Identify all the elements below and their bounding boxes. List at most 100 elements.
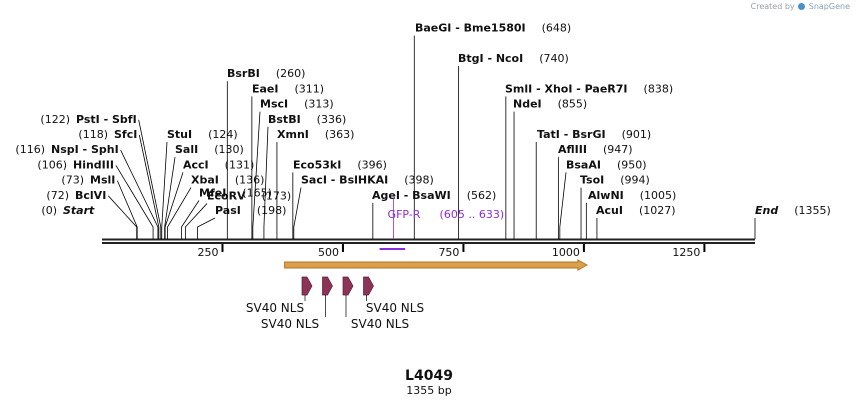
enzyme-name: PstI - SbfI <box>76 113 137 126</box>
enzyme-position: (1005) <box>640 189 677 202</box>
enzyme-name: AgeI - BsaWI <box>372 189 451 202</box>
enzyme-position: (73) <box>61 174 84 187</box>
enzyme-name: SalI <box>175 143 198 156</box>
enzyme-position: (130) <box>214 143 244 156</box>
enzyme-cut-line <box>107 195 138 239</box>
enzyme-site: (72) BclVI <box>46 189 138 239</box>
enzyme-site: BsaAI (950) <box>559 158 647 239</box>
enzyme-cut-line <box>115 165 154 239</box>
enzyme-site: XmnI(363) <box>276 128 354 239</box>
map-length: 1355 bp <box>406 384 451 397</box>
enzyme-name: NspI - SphI <box>51 143 119 156</box>
enzyme-position: (136) <box>235 174 265 187</box>
enzyme-name: BsrBI <box>227 67 260 80</box>
enzyme-position: (1027) <box>639 204 676 217</box>
enzyme-name: MfeI <box>199 187 226 200</box>
enzyme-position: (398) <box>404 174 434 187</box>
credit-text: Created by SnapGene <box>751 2 850 11</box>
enzyme-site: BaeGI - Bme1580I (648) <box>413 22 572 239</box>
enzyme-cut-line <box>120 150 159 239</box>
enzyme-cut-line <box>181 200 200 239</box>
enzyme-position: (336) <box>317 113 347 126</box>
enzyme-site: AccI (131) <box>164 158 255 239</box>
enzyme-position: (313) <box>304 98 334 111</box>
enzyme-position: (116) <box>15 143 45 156</box>
nls-feature-arrow <box>301 276 313 296</box>
ruler-tick-label: 500 <box>318 246 339 259</box>
enzyme-site: SmlI - XhoI - PaeR7I (838) <box>505 82 673 239</box>
enzyme-position: (131) <box>225 158 255 171</box>
enzyme-site: MscI (313) <box>252 98 334 239</box>
ruler-tick-label: 1000 <box>552 246 580 259</box>
enzyme-cut-line <box>116 180 138 239</box>
enzyme-site: NdeI (855) <box>513 98 587 239</box>
enzyme-position: (950) <box>617 158 647 171</box>
enzyme-cut-line <box>167 187 192 239</box>
enzyme-position: (740) <box>539 52 569 65</box>
nls-label: SV40 NLS <box>366 301 424 315</box>
enzyme-site: EaeI(311) <box>251 82 324 239</box>
enzyme-name: SmlI - XhoI - PaeR7I <box>505 82 628 95</box>
enzyme-name: TsoI <box>580 174 604 187</box>
enzyme-cut-line <box>197 217 216 239</box>
map-title: L4049 <box>405 368 453 384</box>
enzyme-position: (562) <box>467 189 497 202</box>
enzyme-name: AccI <box>183 158 209 171</box>
enzyme-name: MslI <box>90 174 115 187</box>
enzyme-site: XbaI(136) <box>167 174 265 239</box>
nls-label: SV40 NLS <box>261 317 319 331</box>
enzyme-position: (855) <box>558 98 588 111</box>
enzyme-name: EaeI <box>252 82 279 95</box>
credit-prefix: Created by <box>750 2 795 11</box>
enzyme-position: (260) <box>276 67 306 80</box>
enzyme-cut-line <box>164 157 176 239</box>
nls-feature-arrow <box>342 276 354 296</box>
primer-range: (605 .. 633) <box>440 208 505 221</box>
enzyme-cut-line <box>263 126 269 239</box>
nls-label: SV40 NLS <box>351 317 409 331</box>
primer-name: GFP-R <box>388 208 421 221</box>
enzyme-position: (165) <box>242 187 272 200</box>
enzyme-name: StuI <box>167 128 192 141</box>
enzyme-site: BtgI - NcoI (740) <box>458 52 569 239</box>
enzyme-cut-line <box>138 134 160 239</box>
enzyme-site: BstBI (336) <box>263 113 347 239</box>
enzyme-name: PasI <box>215 204 241 217</box>
enzyme-position: (1355) <box>794 204 831 217</box>
enzyme-site: (106)HindIII <box>37 158 154 239</box>
enzyme-cut-line <box>138 119 162 239</box>
enzyme-cut-line <box>293 187 302 239</box>
enzyme-name: NdeI <box>513 98 542 111</box>
enzyme-name: BstBI <box>268 113 301 126</box>
ruler-tick-label: 250 <box>197 246 218 259</box>
enzyme-position: (901) <box>622 128 652 141</box>
enzyme-position: (124) <box>208 128 238 141</box>
enzyme-name: MscI <box>260 98 288 111</box>
orf-arrow <box>284 259 588 271</box>
enzyme-site: (122)PstI - SbfI <box>40 113 162 239</box>
enzyme-name: BtgI - NcoI <box>458 52 523 65</box>
enzyme-position: (72) <box>46 189 69 202</box>
snapgene-logo-icon <box>798 3 806 10</box>
enzyme-cut-line <box>184 203 208 239</box>
enzyme-cut-line <box>559 172 567 239</box>
enzyme-name: BclVI <box>75 189 106 202</box>
enzyme-position: (648) <box>542 22 572 35</box>
enzyme-name: BaeGI - Bme1580I <box>415 22 526 35</box>
enzyme-site: (73) MslI <box>61 174 138 239</box>
enzyme-cut-line <box>252 111 261 239</box>
enzyme-name: BsaAI <box>566 158 601 171</box>
enzyme-position: (838) <box>644 82 674 95</box>
enzyme-name: SacI - BslHKAI <box>301 174 388 187</box>
enzyme-site: (0)Start <box>41 204 95 217</box>
enzyme-site: AlwNI(1005) <box>585 189 677 239</box>
nls-feature-arrow <box>363 276 374 296</box>
enzyme-position: (198) <box>257 204 287 217</box>
enzyme-position: (947) <box>603 143 633 156</box>
enzyme-name: TatI - BsrGI <box>537 128 606 141</box>
nls-label: SV40 NLS <box>246 301 304 315</box>
enzyme-site: SalI (130) <box>164 143 244 239</box>
enzyme-name: EcoRV <box>207 190 246 203</box>
enzyme-site: EcoRV(173) <box>184 190 291 239</box>
